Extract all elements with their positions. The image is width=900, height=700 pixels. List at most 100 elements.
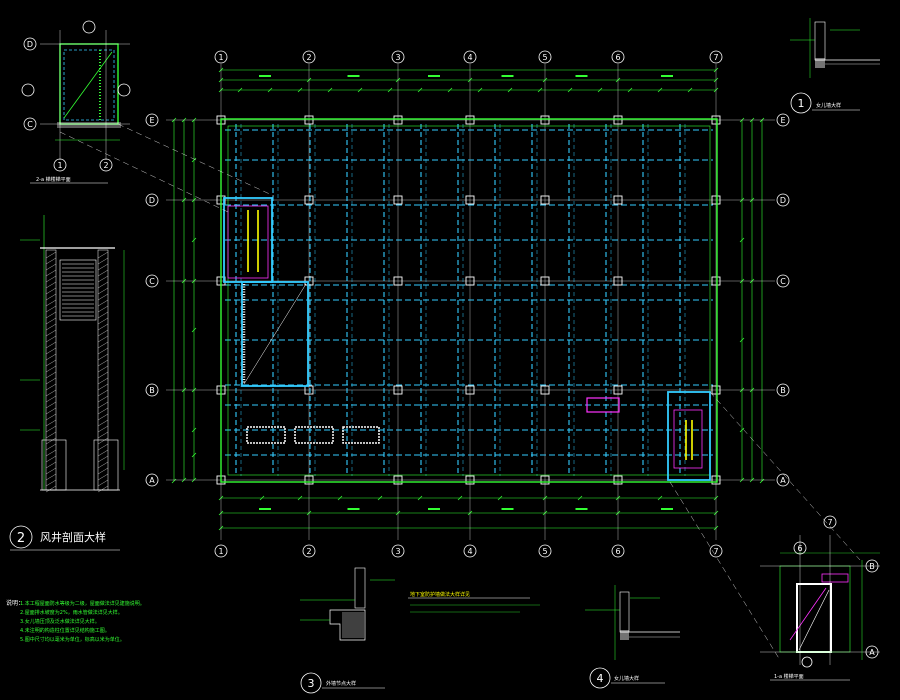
dim-text-mark — [501, 75, 514, 77]
r-axis-bubble-7 — [823, 515, 837, 529]
axis-bubble-col — [391, 544, 405, 558]
plan-dimension-lines — [171, 67, 765, 531]
wall-hatch — [45, 401, 57, 409]
detail-right-stair: 6 7 B A 1-a 楼梯平面 — [760, 515, 880, 681]
dim-tick — [297, 495, 303, 501]
dim-tick — [259, 495, 265, 501]
wall-hatch — [45, 473, 57, 481]
axis-label-row: E — [780, 116, 785, 125]
wall-hatch — [97, 383, 109, 391]
wall-hatch — [97, 287, 109, 295]
tl-axis-bubble-2 — [99, 158, 113, 172]
axis-label-row: C — [780, 277, 786, 286]
axis-bubble-col — [538, 544, 552, 558]
wall-hatch — [45, 257, 57, 265]
wall-hatch — [45, 455, 57, 463]
column — [613, 115, 623, 125]
column — [393, 276, 403, 286]
dim-tick — [577, 495, 583, 501]
dim-tick — [387, 87, 393, 93]
detail-leader-lines — [59, 123, 861, 661]
wall-hatch — [45, 341, 57, 349]
wall-hatch — [45, 269, 57, 277]
column — [711, 385, 721, 395]
wall-hatch — [45, 443, 57, 451]
detail-1-parapet: 1 女儿墙大样 — [790, 18, 880, 114]
pit-room-4 — [586, 397, 620, 413]
axis-label-row: E — [149, 116, 154, 125]
wall-hatch — [45, 467, 57, 475]
r-axis-bubble-6 — [793, 541, 807, 555]
dim-tick — [739, 427, 745, 433]
plan-hidden-beams — [216, 115, 721, 485]
axis-bubble-col — [214, 544, 228, 558]
wall-hatch — [97, 401, 109, 409]
axis-bubble-row — [145, 274, 159, 288]
wall-hatch — [45, 287, 57, 295]
wall-hatch — [45, 413, 57, 421]
wall-hatch — [97, 257, 109, 265]
wall-hatch — [97, 419, 109, 427]
dim-tick — [191, 327, 197, 333]
tl-axis-bubble-D — [23, 37, 37, 51]
notes-line: 1.本工程屋面防水等级为二级，屋面做法详见建施说明。 — [20, 600, 145, 607]
detail-3-number: 3 — [308, 677, 315, 690]
dim-text-mark — [661, 508, 673, 510]
axis-label-row: D — [149, 196, 155, 205]
wall-hatch — [45, 425, 57, 433]
axis-label-col: 3 — [395, 547, 400, 556]
column — [465, 195, 475, 205]
general-notes: 说明： 1.本工程屋面防水等级为二级，屋面做法详见建施说明。2.屋面排水坡度为2… — [6, 599, 145, 643]
notes-line: 2.屋面排水坡度为2%，雨水管做法详见大样。 — [20, 609, 123, 616]
column — [613, 475, 623, 485]
dim-tick — [337, 495, 343, 501]
axis-label-col: 1 — [218, 547, 223, 556]
wall-hatch — [45, 449, 57, 457]
column — [393, 195, 403, 205]
axis-label-col: 4 — [467, 547, 472, 556]
axis-bubble-row — [145, 383, 159, 397]
wall-hatch — [97, 437, 109, 445]
detail-3-wall-node: 3 外墙节点大样 — [300, 567, 395, 694]
r-axis-bubble-A — [865, 645, 879, 659]
wall-hatch — [97, 479, 109, 487]
dim-tick — [739, 337, 745, 343]
axis-label-col: 5 — [542, 547, 547, 556]
wall-hatch — [45, 461, 57, 469]
section-2-bubble — [9, 525, 33, 549]
dim-tick — [237, 87, 243, 93]
axis-label-col: 6 — [615, 547, 620, 556]
tl-axis-bubble-1 — [53, 158, 67, 172]
dim-text-mark — [575, 75, 588, 77]
wall-hatch — [97, 251, 109, 259]
wall-hatch — [97, 269, 109, 277]
axis-bubble-row — [776, 473, 790, 487]
center-note: 地下室防护墙做法大样详见 — [408, 591, 540, 613]
wall-hatch — [45, 485, 57, 493]
detail-top-left: 1 2 D C 2-a 梯楼梯平面 — [21, 20, 131, 184]
column — [540, 475, 550, 485]
wall-hatch — [97, 263, 109, 271]
dim-text-mark — [259, 508, 271, 510]
dim-tick — [417, 87, 423, 93]
wall-hatch — [45, 323, 57, 331]
dim-tick — [447, 87, 453, 93]
plan-outer-walls — [220, 118, 718, 483]
wall-hatch — [45, 383, 57, 391]
column — [304, 475, 314, 485]
detail-1-bubble — [790, 92, 812, 114]
axis-label-row: B — [149, 386, 155, 395]
axis-bubble-row — [776, 193, 790, 207]
wall-hatch — [97, 335, 109, 343]
center-note-text: 地下室防护墙做法大样详见 — [410, 591, 470, 598]
pit-room-3 — [342, 426, 380, 444]
wall-hatch — [45, 419, 57, 427]
wall-hatch — [97, 311, 109, 319]
dim-tick — [597, 87, 603, 93]
dim-tick — [537, 87, 543, 93]
dim-tick — [627, 87, 633, 93]
wall-hatch — [45, 263, 57, 271]
axis-label-col: 3 — [395, 53, 400, 62]
wall-hatch — [97, 293, 109, 301]
